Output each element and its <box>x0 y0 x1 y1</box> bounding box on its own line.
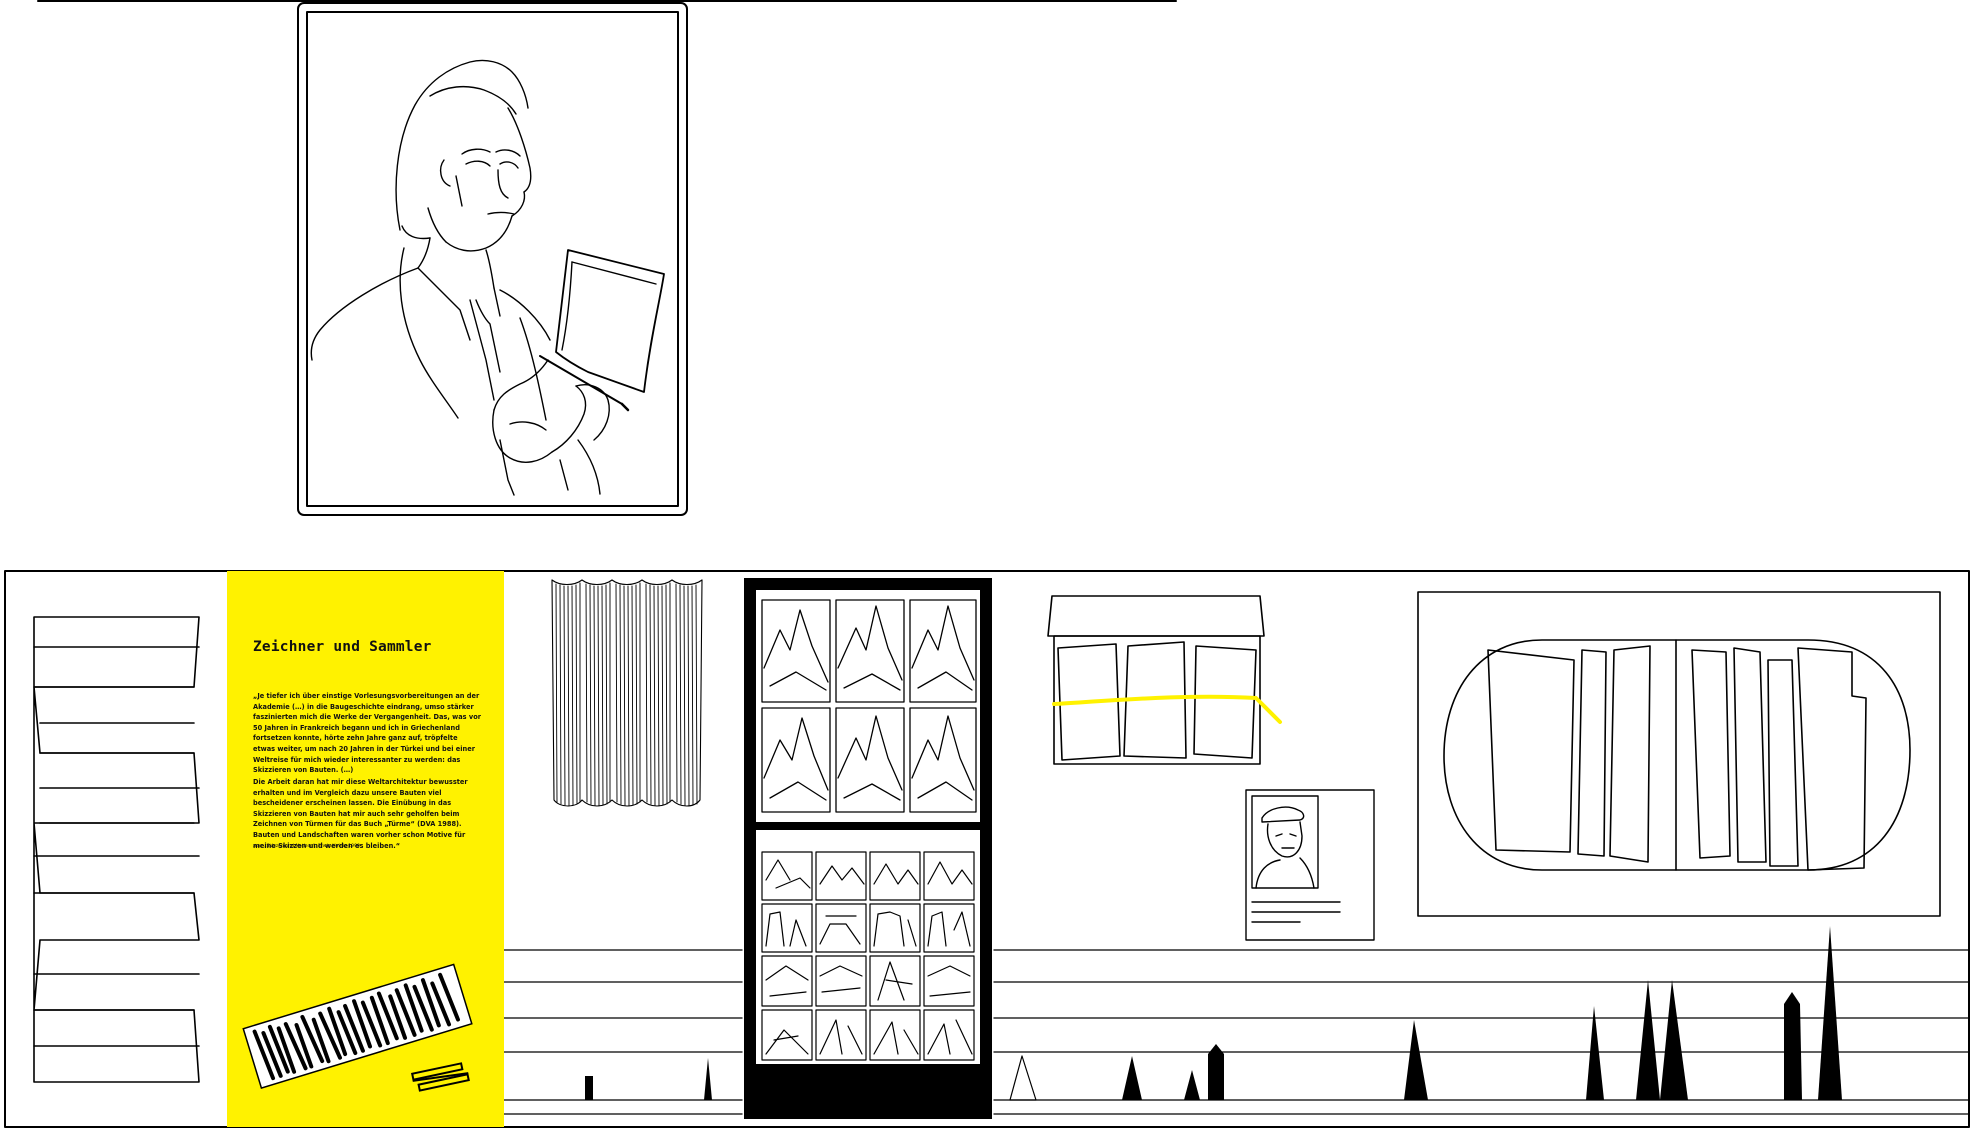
small-portrait-card <box>1245 789 1375 941</box>
outline-tower <box>1009 1055 1037 1101</box>
pencil-icon <box>411 1062 470 1092</box>
panel-quote-1: „Je tiefer ich über einstige Vorlesungsv… <box>253 692 481 775</box>
tower-silhouettes <box>585 926 1842 1100</box>
pencil-bundle-icon <box>242 963 473 1092</box>
portrait-drawing <box>310 59 665 496</box>
rounded-sketch-frame <box>1417 591 1941 917</box>
pleated-curtain <box>551 579 703 807</box>
info-panel: Zeichner und Sammler „Je tiefer ich über… <box>227 571 504 1127</box>
panel-source: aus: „Skizzen und Notizen“, Erwin Heinle… <box>253 844 360 849</box>
shelf-lines <box>503 949 1970 1115</box>
bottom-frame <box>4 570 1970 1128</box>
sketch-grid-panel <box>744 578 992 1119</box>
folded-leporello-icon <box>33 616 200 1083</box>
panel-quote-2: Die Arbeit daran hat mir diese Weltarchi… <box>253 778 468 850</box>
landscape-sketches <box>761 851 975 1061</box>
pinboard-drawings <box>1047 595 1282 765</box>
portrait-frame <box>297 2 688 516</box>
mountain-sketches <box>761 599 977 813</box>
panel-title: Zeichner und Sammler <box>253 639 432 655</box>
